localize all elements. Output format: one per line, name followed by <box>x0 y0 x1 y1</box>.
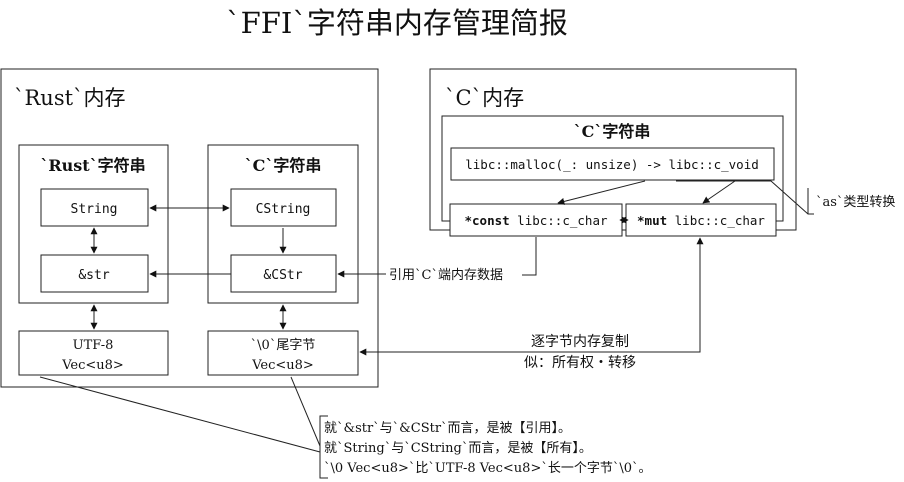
str-box <box>40 254 149 293</box>
note-pointer-utf8 <box>39 376 321 453</box>
copy-label-line1: 逐字节内存复制 <box>531 333 629 350</box>
rust-memory-label: `Rust`内存 <box>14 86 126 110</box>
nul-vec-line1: `\0`尾字节 <box>251 338 316 353</box>
str-label: &str <box>78 268 109 283</box>
const-ptr-label: *const libc::c_char <box>465 213 608 228</box>
connectors <box>39 180 814 479</box>
ref-c-data-label: 引用`C`端内存数据 <box>389 267 503 283</box>
utf8-vec-line1: UTF-8 <box>73 338 114 353</box>
note-line-1: 就`&str`与`&CStr`而言，是被【引用】。 <box>324 421 571 436</box>
malloc-box <box>450 147 775 181</box>
utf8-vec-box <box>18 330 169 376</box>
diagram-title: `FFI`字符串内存管理简报 <box>226 6 568 40</box>
arrow-malloc-mut <box>702 180 736 204</box>
rust-strings-label: `Rust`字符串 <box>40 156 145 175</box>
as-cast-label: `as`类型转换 <box>816 195 895 210</box>
cstring-box <box>230 188 337 227</box>
nul-vec-line2: Vec<u8> <box>251 358 314 373</box>
ref-c-data-line <box>522 237 537 276</box>
nul-vec-box <box>207 330 359 376</box>
note-line-2: 就`String`与`CString`而言，是被【所有】。 <box>324 441 592 456</box>
copy-label-line2: 似：所有权・转移 <box>524 355 636 371</box>
utf8-vec-line2: Vec<u8> <box>61 358 124 373</box>
const-ptr-box <box>449 203 623 237</box>
cstr-box <box>230 254 337 293</box>
cstr-label: &CStr <box>263 268 302 283</box>
mut-ptr-label: *mut libc::c_char <box>637 213 765 228</box>
c-memory-label: `C`内存 <box>445 86 524 110</box>
cstring-label: CString <box>256 202 311 217</box>
note-line-3: `\0 Vec<u8>`比`UTF-8 Vec<u8>`长一个字节`\0`。 <box>324 461 652 476</box>
c-memory-strings-label: `C`字符串 <box>574 122 651 141</box>
as-cast-bracket <box>676 180 814 215</box>
note-bracket <box>319 415 328 479</box>
c-strings-label: `C`字符串 <box>245 156 322 175</box>
arrow-malloc-const <box>557 180 646 205</box>
malloc-label: libc::malloc(_: unsize) -> libc::c_void <box>465 157 759 172</box>
mut-ptr-box <box>625 203 777 237</box>
copy-line <box>359 237 704 356</box>
note-pointer-nul <box>290 376 321 447</box>
string-label: String <box>71 202 118 217</box>
string-box <box>40 188 149 227</box>
